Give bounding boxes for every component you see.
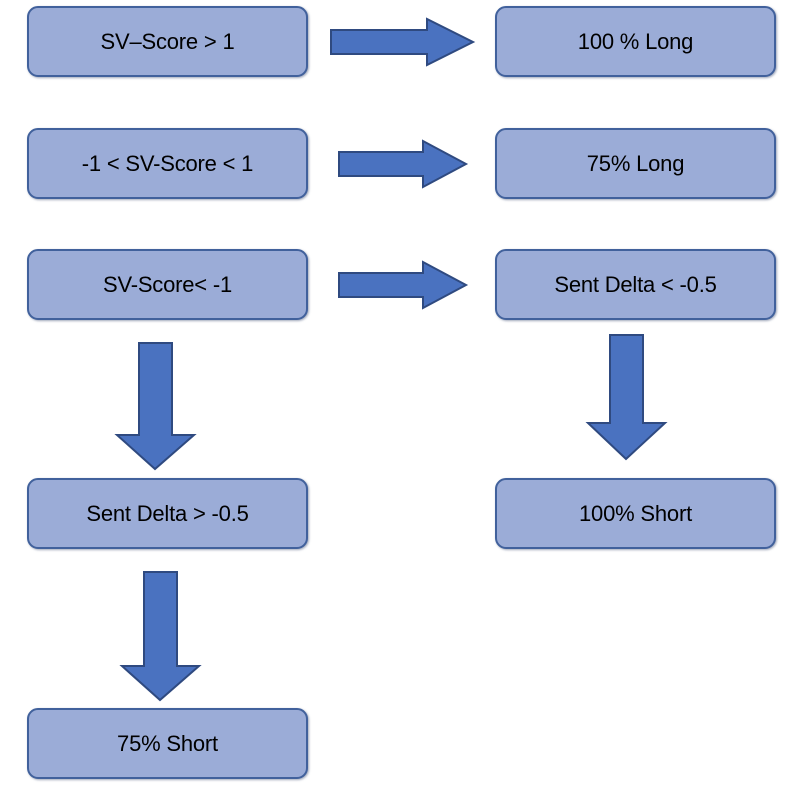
- arrow-sent-gt-neg05-to-short-75: [111, 570, 226, 702]
- node-label: Sent Delta < -0.5: [554, 271, 717, 297]
- arrow-sent-lt-neg05-to-short-100: [578, 333, 693, 463]
- node-label: 75% Long: [586, 150, 685, 176]
- node-label: 75% Short: [117, 730, 218, 756]
- node-sv-score-lt-neg1[interactable]: SV-Score< -1: [27, 249, 308, 320]
- node-sent-delta-lt-neg05[interactable]: Sent Delta < -0.5: [495, 249, 776, 320]
- arrow-sv-gt-1-to-long-100: [329, 17, 476, 67]
- node-label: 100% Short: [579, 500, 692, 526]
- node-label: SV–Score > 1: [100, 28, 235, 54]
- node-100-percent-long[interactable]: 100 % Long: [495, 6, 776, 77]
- node-75-percent-short[interactable]: 75% Short: [27, 708, 308, 779]
- arrow-sv-lt-neg1-to-sent-lt-neg05: [337, 260, 469, 310]
- node-label: Sent Delta > -0.5: [86, 500, 249, 526]
- node-sv-score-between[interactable]: -1 < SV-Score < 1: [27, 128, 308, 199]
- node-75-percent-long[interactable]: 75% Long: [495, 128, 776, 199]
- node-label: SV-Score< -1: [102, 271, 233, 297]
- node-label: 100 % Long: [577, 28, 694, 54]
- node-sv-score-gt-1[interactable]: SV–Score > 1: [27, 6, 308, 77]
- node-sent-delta-gt-neg05[interactable]: Sent Delta > -0.5: [27, 478, 308, 549]
- node-label: -1 < SV-Score < 1: [81, 150, 254, 176]
- node-100-percent-short[interactable]: 100% Short: [495, 478, 776, 549]
- arrow-sv-lt-neg1-to-sent-gt-neg05: [111, 341, 226, 471]
- arrow-sv-between-to-long-75: [337, 139, 469, 189]
